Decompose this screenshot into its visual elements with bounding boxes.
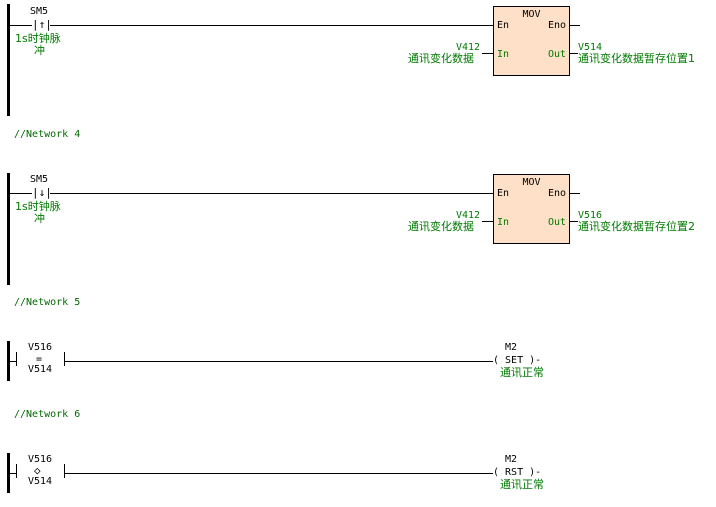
pin-eno: Eno	[547, 188, 566, 199]
compare-operator[interactable]: =	[36, 354, 43, 365]
out-address: V516	[578, 210, 603, 221]
wire-to-box	[50, 25, 494, 26]
compare-operand-top: V516	[28, 342, 53, 353]
contact-address: SM5	[30, 6, 49, 17]
network-5-comment: //Network 5	[14, 297, 81, 308]
wire-in	[482, 221, 493, 222]
contact-comment-2: 冲	[34, 44, 45, 57]
pin-en: En	[497, 20, 510, 31]
wire-left	[10, 473, 16, 474]
wire-to-box	[50, 193, 494, 194]
rst-coil[interactable]: ( RST )-	[493, 467, 542, 478]
pin-in: In	[497, 217, 510, 228]
network-4-comment: //Network 4	[14, 129, 81, 140]
contact-comment-2: 冲	[34, 212, 45, 225]
box-title: MOV	[522, 9, 541, 20]
out-comment: 通讯变化数据暂存位置1	[578, 52, 695, 65]
contact-address: SM5	[30, 174, 49, 185]
compare-operator[interactable]: ◇	[34, 464, 41, 477]
out-address: V514	[578, 42, 603, 53]
in-address: V412	[456, 210, 481, 221]
power-rail	[7, 4, 10, 116]
box-title: MOV	[522, 177, 541, 188]
falling-edge-contact[interactable]: |↓|	[32, 186, 52, 199]
pin-en: En	[497, 188, 510, 199]
mov-instruction-box[interactable]: MOV En Eno In Out	[493, 174, 570, 244]
wire-eno	[570, 25, 580, 26]
mov-instruction-box[interactable]: MOV En Eno In Out	[493, 6, 570, 76]
compare-operand-top: V516	[28, 454, 53, 465]
network-6-comment: //Network 6	[14, 409, 81, 420]
wire-left	[10, 193, 32, 194]
wire-left	[10, 361, 16, 362]
coil-address: M2	[505, 342, 518, 353]
rising-edge-contact[interactable]: |↑|	[32, 18, 52, 31]
coil-comment: 通讯正常	[500, 366, 544, 379]
wire-left	[10, 25, 32, 26]
wire-out	[570, 221, 578, 222]
coil-comment: 通讯正常	[500, 478, 544, 491]
contact-comment: 1s时钟脉	[15, 32, 61, 45]
pin-eno: Eno	[547, 20, 566, 31]
pin-in: In	[497, 49, 510, 60]
in-address: V412	[456, 42, 481, 53]
wire-in	[482, 53, 493, 54]
in-comment: 通讯变化数据	[408, 220, 474, 233]
set-coil[interactable]: ( SET )-	[493, 355, 542, 366]
wire-to-coil	[64, 473, 493, 474]
wire-out	[570, 53, 578, 54]
pin-out: Out	[547, 217, 566, 228]
power-rail	[7, 453, 10, 493]
compare-contact-right	[64, 352, 65, 366]
out-comment: 通讯变化数据暂存位置2	[578, 220, 695, 233]
compare-contact-left	[16, 352, 17, 366]
compare-operand-bottom: V514	[28, 364, 53, 375]
wire-eno	[570, 193, 580, 194]
wire-to-coil	[64, 361, 493, 362]
coil-address: M2	[505, 454, 518, 465]
power-rail	[7, 341, 10, 381]
power-rail	[7, 173, 10, 285]
compare-contact-left	[16, 464, 17, 478]
in-comment: 通讯变化数据	[408, 52, 474, 65]
compare-operand-bottom: V514	[28, 476, 53, 487]
pin-out: Out	[547, 49, 566, 60]
compare-contact-right	[64, 464, 65, 478]
contact-comment: 1s时钟脉	[15, 200, 61, 213]
